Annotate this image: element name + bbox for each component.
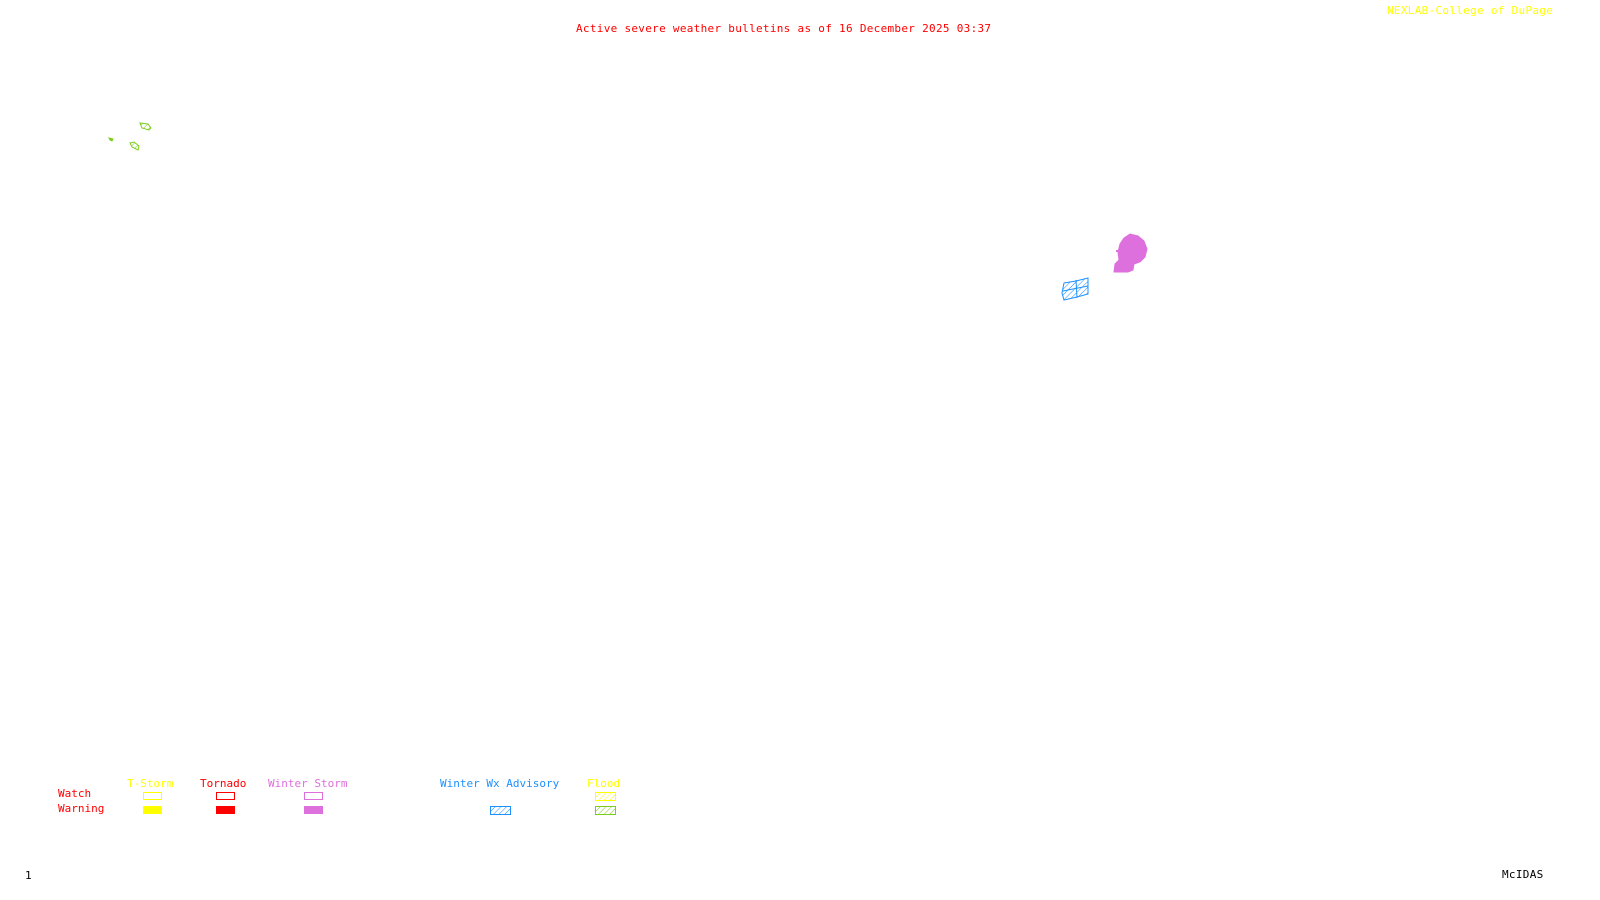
legend-winter-wx-advisory-label: Winter Wx Advisory bbox=[440, 777, 560, 790]
legend-row-watch: Watch bbox=[58, 787, 92, 800]
flood-warning-polygon[interactable] bbox=[108, 137, 114, 142]
legend-flood-watch-swatch bbox=[595, 792, 616, 801]
flood-warning-polygon[interactable] bbox=[129, 141, 140, 151]
flood-warning-polygon[interactable] bbox=[139, 122, 152, 131]
legend-tstorm-warning-swatch bbox=[143, 806, 162, 814]
frame-number: 1 bbox=[25, 869, 32, 882]
credit-label: NEXLAB-College of DuPage bbox=[1387, 4, 1554, 17]
app-name-label: McIDAS bbox=[1502, 868, 1544, 881]
legend-tornado-watch-swatch bbox=[216, 792, 235, 800]
legend-flood-warning-swatch bbox=[595, 806, 616, 815]
legend-tstorm-watch-swatch bbox=[143, 792, 162, 800]
legend-tornado-warning-swatch bbox=[216, 806, 235, 814]
legend-winter-storm-warning-swatch bbox=[304, 806, 323, 814]
bulletin-title: Active severe weather bulletins as of 16… bbox=[576, 22, 992, 35]
winter-wx-advisory-polygon[interactable] bbox=[1061, 277, 1089, 301]
legend-winter-wx-advisory-swatch bbox=[490, 806, 511, 815]
legend-winter-storm-watch-swatch bbox=[304, 792, 323, 800]
legend-tornado-label: Tornado bbox=[200, 777, 247, 790]
winter-storm-warning-speck bbox=[1116, 250, 1118, 252]
legend-winter-storm-label: Winter Storm bbox=[268, 777, 348, 790]
legend-tstorm-label: T-Storm bbox=[127, 777, 174, 790]
flood-warning-polygons[interactable] bbox=[108, 122, 152, 151]
winter-storm-warning-polygon[interactable] bbox=[1113, 233, 1148, 273]
legend-row-warning: Warning bbox=[58, 802, 105, 815]
legend-flood-label: Flood bbox=[587, 777, 621, 790]
